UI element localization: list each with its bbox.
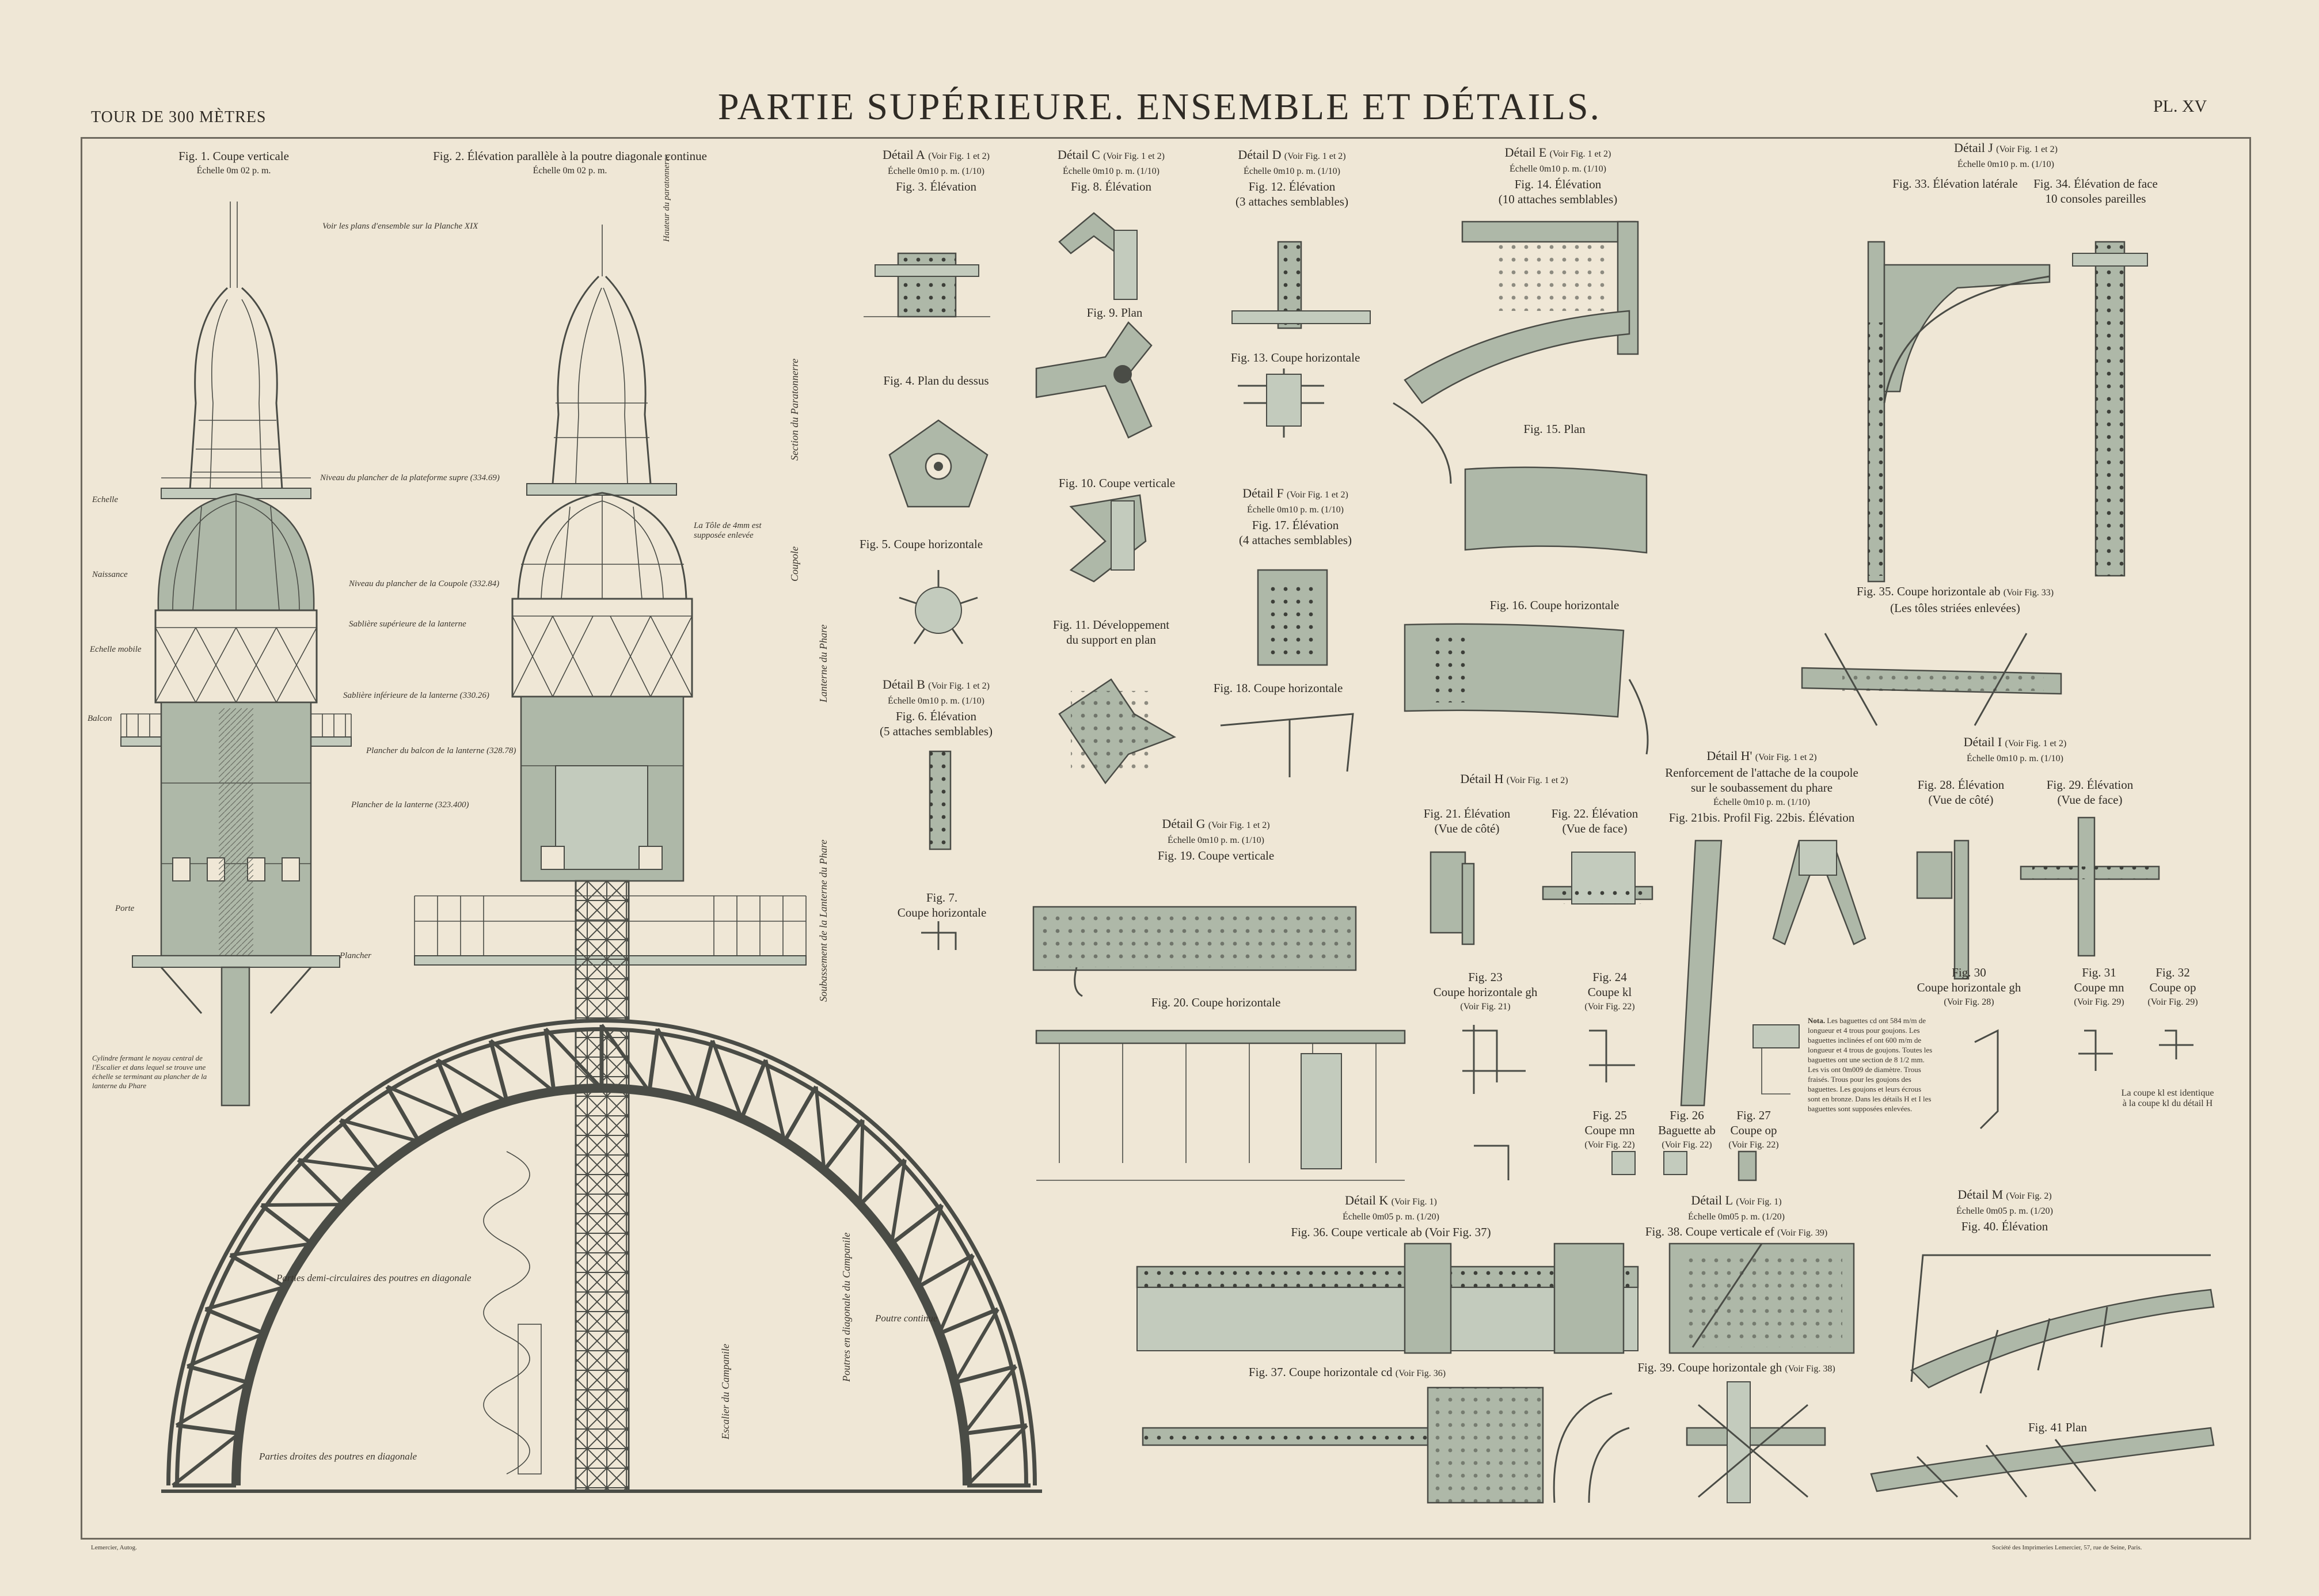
- fig2-elevation: [414, 225, 807, 1492]
- detail-i-drawings: [1916, 816, 2193, 1130]
- fig37-label: Fig. 37. Coupe horizontale cd (Voir Fig.…: [1248, 1365, 1446, 1379]
- arch-lattice: [161, 1019, 1042, 1493]
- detail-k-drawings: [1136, 1242, 1639, 1504]
- detail-j-label: Détail J (Voir Fig. 1 et 2) Échelle 0m10…: [1954, 140, 2058, 169]
- drawing-frame: [81, 137, 2251, 1540]
- detail-j-drawings: [1801, 241, 2148, 726]
- fig9-label: Fig. 9. Plan: [1086, 306, 1143, 320]
- plate-title: PARTIE SUPÉRIEURE. ENSEMBLE ET DÉTAILS.: [717, 86, 1602, 128]
- detail-l-label: Détail L (Voir Fig. 1) Échelle 0m05 p. m…: [1688, 1193, 1785, 1222]
- fig4-label: Fig. 4. Plan du dessus: [883, 374, 989, 387]
- fig21-label: Fig. 21. Élévation(Vue de côté): [1423, 807, 1511, 835]
- detail-i-note: La coupe kl est identique à la coupe kl …: [2121, 1088, 2214, 1108]
- fig15-label: Fig. 15. Plan: [1523, 422, 1586, 436]
- fig20-label: Fig. 20. Coupe horizontale: [1151, 995, 1281, 1009]
- plate-number: PL. XV: [2153, 97, 2207, 116]
- level-note: Niveau du plancher de la Coupole (332.84…: [349, 579, 500, 588]
- fig1-vertical-section: [120, 202, 352, 1107]
- detail-l-drawings: [1668, 1242, 1855, 1503]
- level-note: Plancher du balcon de la lanterne (328.7…: [366, 746, 516, 755]
- level-note: Balcon: [88, 714, 112, 723]
- level-note: Plancher: [340, 951, 371, 960]
- plans-note: Voir les plans d'ensemble sur la Planche…: [322, 222, 478, 231]
- fig13-label: Fig. 13. Coupe horizontale: [1230, 351, 1360, 364]
- fig2-note: Hauteur du paratonnerre: [662, 154, 671, 242]
- detail-h-prime-drawings: [1680, 839, 1866, 1107]
- fig2-note: Coupole: [789, 546, 800, 582]
- detail-c-label: Détail C (Voir Fig. 1 et 2) Échelle 0m10…: [1058, 147, 1165, 193]
- detail-f-label: Détail F (Voir Fig. 1 et 2) Échelle 0m10…: [1239, 486, 1352, 547]
- fig5-label: Fig. 5. Coupe horizontale: [859, 537, 983, 551]
- arch-note: Poutre continue: [875, 1313, 938, 1324]
- detail-c-drawings: [1035, 212, 1176, 785]
- detail-a-drawings: [864, 252, 990, 950]
- detail-m-drawings: [1870, 1254, 2215, 1498]
- fig33-label: Fig. 33. Élévation latérale: [1892, 177, 2018, 191]
- detail-f-drawings: [1220, 569, 1354, 777]
- fig18-label: Fig. 18. Coupe horizontale: [1213, 681, 1343, 695]
- fig2-note: Section du Paratonnerre: [789, 358, 800, 461]
- printer-credit-right: Société des Imprimeries Lemercier, 57, r…: [1992, 1544, 2142, 1551]
- detail-i-label: Détail I (Voir Fig. 1 et 2) Échelle 0m10…: [1963, 735, 2067, 763]
- fig39-label: Fig. 39. Coupe horizontale gh (Voir Fig.…: [1637, 1361, 1835, 1374]
- arch-note: Poutres en diagonale du Campanile: [841, 1232, 852, 1382]
- level-note: Niveau du plancher de la plateforme supr…: [320, 473, 500, 482]
- level-note: Porte: [115, 904, 135, 913]
- arch-note: Cylindre fermant le noyau central de l'E…: [92, 1054, 207, 1090]
- arch-note: Parties demi-circulaires des poutres en …: [276, 1272, 472, 1283]
- fig41-label: Fig. 41 Plan: [2028, 1420, 2088, 1434]
- fig2-note: Lanterne du Phare: [818, 624, 829, 702]
- arch-note: Parties droites des poutres en diagonale: [259, 1451, 417, 1462]
- detail-k-label: Détail K (Voir Fig. 1) Échelle 0m05 p. m…: [1291, 1193, 1491, 1239]
- detail-e-label: Détail E (Voir Fig. 1 et 2) Échelle 0m10…: [1498, 145, 1618, 206]
- fig29-label: Fig. 29. Élévation(Vue de face): [2046, 778, 2134, 807]
- detail-d-drawings: [1231, 241, 1371, 438]
- fig28-label: Fig. 28. Élévation(Vue de côté): [1917, 778, 2005, 807]
- fig16-label: Fig. 16. Coupe horizontale: [1489, 598, 1620, 612]
- fig38-label: Fig. 38. Coupe verticale ef (Voir Fig. 3…: [1645, 1225, 1828, 1238]
- fig10-label: Fig. 10. Coupe verticale: [1058, 476, 1176, 490]
- detail-h-label: Détail H (Voir Fig. 1 et 2): [1460, 772, 1568, 786]
- level-note: Plancher de la lanterne (323.400): [351, 800, 469, 810]
- detail-h-drawings: [1430, 851, 1757, 1181]
- detail-g-label: Détail G (Voir Fig. 1 et 2) Échelle 0m10…: [1157, 816, 1275, 862]
- detail-b-label: Détail B (Voir Fig. 1 et 2) Échelle 0m10…: [880, 677, 993, 738]
- level-note: Echelle: [92, 495, 118, 504]
- fig2-note: La Tôle de 4mm est supposée enlevée: [694, 521, 762, 540]
- detail-h-prime-label: Détail H' (Voir Fig. 1 et 2) Renforcemen…: [1665, 748, 1858, 824]
- level-note: Echelle mobile: [90, 645, 142, 654]
- detail-e-drawings: [1393, 221, 1649, 755]
- fig22-label: Fig. 22. Élévation(Vue de face): [1551, 807, 1638, 835]
- level-note: Sablière inférieure de la lanterne (330.…: [343, 691, 489, 700]
- nota-block: Nota. Les baguettes cd ont 584 m/m de lo…: [1808, 1016, 1933, 1113]
- fig35-label: Fig. 35. Coupe horizontale ab (Voir Fig.…: [1856, 584, 2054, 615]
- detail-a-label: Détail A (Voir Fig. 1 et 2) Échelle 0m10…: [883, 147, 990, 193]
- fig2-label: Fig. 2. Élévation parallèle à la poutre …: [433, 149, 707, 176]
- series-heading: TOUR DE 300 MÈTRES: [91, 108, 267, 126]
- level-note: Sablière supérieure de la lanterne: [349, 620, 466, 629]
- detail-d-label: Détail D (Voir Fig. 1 et 2) Échelle 0m10…: [1235, 147, 1348, 208]
- detail-g-drawings: [1032, 906, 1406, 1181]
- fig2-note: Soubassement de la Lanterne du Phare: [818, 839, 829, 1002]
- level-note: Naissance: [92, 570, 128, 579]
- printer-credit-left: Lemercier, Autog.: [91, 1544, 137, 1551]
- detail-m-label: Détail M (Voir Fig. 2) Échelle 0m05 p. m…: [1956, 1187, 2053, 1233]
- arch-note: Escalier du Campanile: [720, 1344, 731, 1439]
- fig7-label: Fig. 7.Coupe horizontale: [897, 891, 987, 919]
